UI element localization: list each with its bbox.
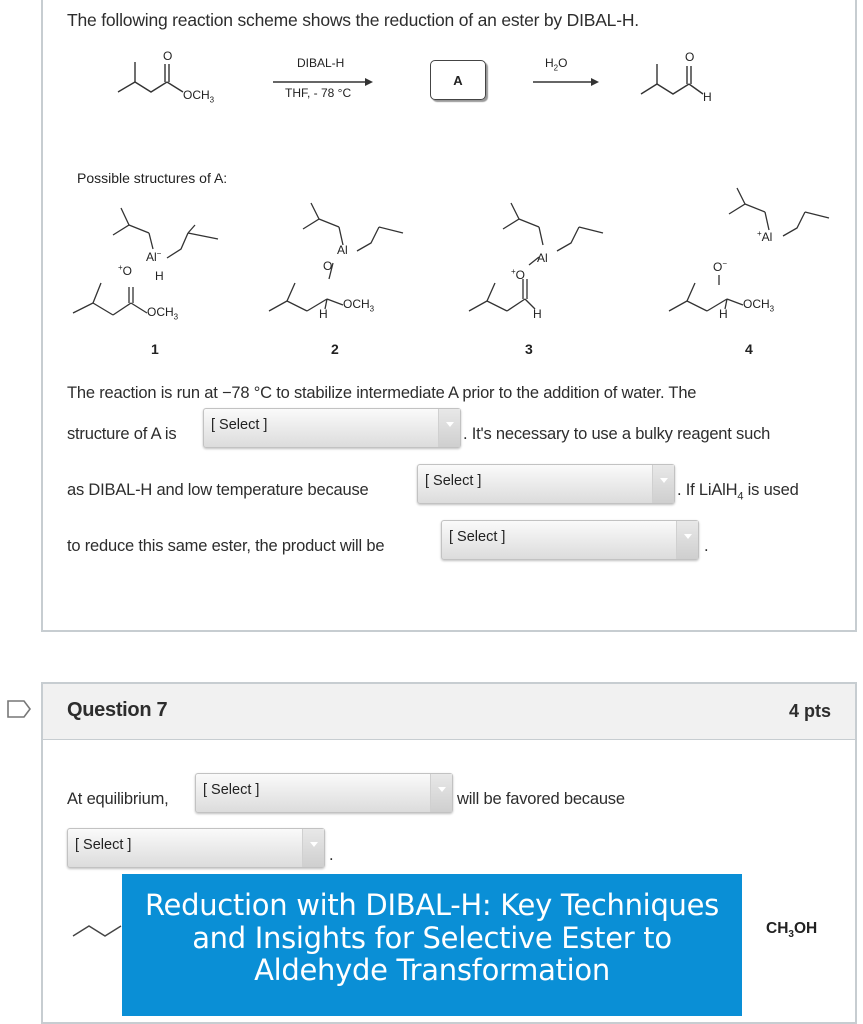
possible-structures-label: Possible structures of A: <box>77 170 228 186</box>
structure-number-3: 3 <box>525 341 533 357</box>
struct3-al: Al <box>537 251 548 265</box>
chevron-down-icon <box>302 829 324 867</box>
struct4-al-plus: +Al <box>757 229 773 244</box>
struct4-o-minus: O− <box>713 259 728 274</box>
structure-number-1: 1 <box>151 341 159 357</box>
question-title: Question 7 <box>67 699 168 721</box>
select-value: [ Select ] <box>75 837 132 853</box>
structure-of-a-select[interactable]: [ Select ] <box>203 408 461 448</box>
struct2-al: Al <box>337 243 348 257</box>
paragraph-line-1: The reaction is run at −78 °C to stabili… <box>67 384 697 402</box>
question-intro-text: The following reaction scheme shows the … <box>67 10 639 30</box>
chevron-down-icon <box>438 409 460 447</box>
struct4-h: H <box>719 307 728 321</box>
equilibrium-line-start: At equilibrium, <box>67 790 169 808</box>
question-6-card: The following reaction scheme shows the … <box>41 0 857 632</box>
chevron-down-icon <box>652 465 674 503</box>
struct3-o-plus: +O <box>511 267 526 282</box>
reaction-scheme-drawing <box>117 62 704 95</box>
product-aldehyde-h: H <box>703 90 712 104</box>
struct3-h: H <box>533 307 542 321</box>
paragraph-line-2-start: structure of A is <box>67 425 177 443</box>
question-points: 4 pts <box>788 701 831 721</box>
select-value: [ Select ] <box>203 782 260 798</box>
intermediate-a-box: A <box>430 60 486 100</box>
reactant-carbonyl-o: O <box>163 49 173 63</box>
select-value: [ Select ] <box>425 473 482 489</box>
paragraph-line-4-start: to reduce this same ester, the product w… <box>67 537 385 555</box>
favored-species-select[interactable]: [ Select ] <box>195 773 453 813</box>
equilibrium-line-end: will be favored because <box>457 790 625 808</box>
article-title-banner: Reduction with DIBAL-H: Key Techniques a… <box>122 874 742 1016</box>
paragraph-line-2-end: . It's necessary to use a bulky reagent … <box>463 425 771 443</box>
struct1-al: Al− <box>146 249 162 264</box>
reaction-scheme: O OCH3 DIBAL-H THF, - 78 °C A H2O O H <box>43 38 859 118</box>
reason-line-end: . <box>329 846 334 864</box>
lialh4-product-select[interactable]: [ Select ] <box>441 520 699 560</box>
flag-question-icon[interactable] <box>6 698 32 720</box>
select-value: [ Select ] <box>211 417 268 433</box>
bulky-reagent-reason-select[interactable]: [ Select ] <box>417 464 675 504</box>
methanol-label: CH3OH <box>766 920 818 941</box>
product-carbonyl-o: O <box>685 50 695 64</box>
structure-number-4: 4 <box>745 341 753 357</box>
structures-drawing <box>72 187 830 316</box>
possible-structures: Al− +O H OCH3 1 Al O H OCH3 2 Al +O H 3 … <box>43 183 859 363</box>
equilibrium-reason-select[interactable]: [ Select ] <box>67 828 325 868</box>
struct2-o: O <box>323 259 333 273</box>
question-header: Question 7 4 pts <box>43 684 855 740</box>
paragraph-line-3-start: as DIBAL-H and low temperature because <box>67 481 369 499</box>
select-value: [ Select ] <box>449 529 506 545</box>
paragraph-line-3-end: . If LiAlH4 is used <box>677 481 799 503</box>
paragraph-line-4-end: . <box>704 537 709 555</box>
reagent-dibal-h: DIBAL-H <box>297 56 345 70</box>
struct1-och3: OCH3 <box>147 305 179 322</box>
chevron-down-icon <box>430 774 452 812</box>
reagent-water: H2O <box>545 56 568 73</box>
struct1-h: H <box>155 269 164 283</box>
struct4-och3: OCH3 <box>743 297 775 314</box>
chevron-down-icon <box>676 521 698 559</box>
reagent-conditions: THF, - 78 °C <box>285 86 352 100</box>
reactant-och3-label: OCH3 <box>183 88 215 105</box>
struct2-och3: OCH3 <box>343 297 375 314</box>
struct2-h: H <box>319 307 328 321</box>
struct1-o-plus: +O <box>118 263 133 278</box>
partial-structure-drawing <box>72 925 122 937</box>
structure-number-2: 2 <box>331 341 339 357</box>
